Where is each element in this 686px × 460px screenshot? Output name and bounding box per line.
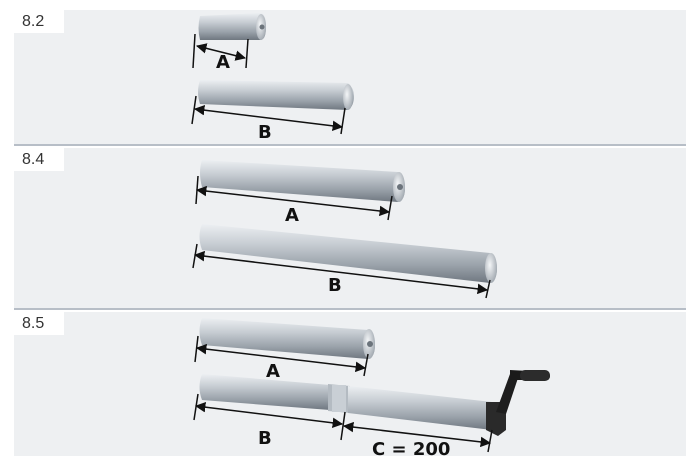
dimension-label-c: C = 200 — [372, 439, 450, 460]
dimension-a — [194, 335, 369, 377]
dimension-label-a: A — [266, 361, 280, 382]
section-divider — [14, 308, 686, 310]
dimension-label-b: B — [328, 275, 342, 296]
dimension-a — [195, 175, 393, 221]
shaft-8-2-b — [198, 80, 354, 110]
dimension-b — [192, 243, 491, 299]
shaft-8-2-a — [198, 13, 266, 40]
dimension-label-b: B — [258, 122, 272, 143]
shaft-8-5-a — [199, 318, 375, 359]
section-8-2-panel: 8.2 — [14, 10, 686, 144]
dimension-label-a: A — [216, 52, 230, 73]
section-label: 8.2 — [14, 10, 64, 33]
section-divider — [14, 144, 686, 146]
section-label: 8.5 — [14, 312, 64, 335]
shaft-8-4-b — [199, 224, 497, 283]
dimension-c — [342, 421, 493, 453]
dimension-label-b: B — [258, 428, 272, 449]
dimension-label-a: A — [285, 205, 299, 226]
shaft-8-5-b-with-crank — [199, 370, 550, 436]
dimension-b — [191, 95, 346, 135]
dimension-a — [192, 33, 249, 69]
section-label: 8.4 — [14, 148, 64, 171]
shaft-8-4-a — [200, 160, 405, 202]
